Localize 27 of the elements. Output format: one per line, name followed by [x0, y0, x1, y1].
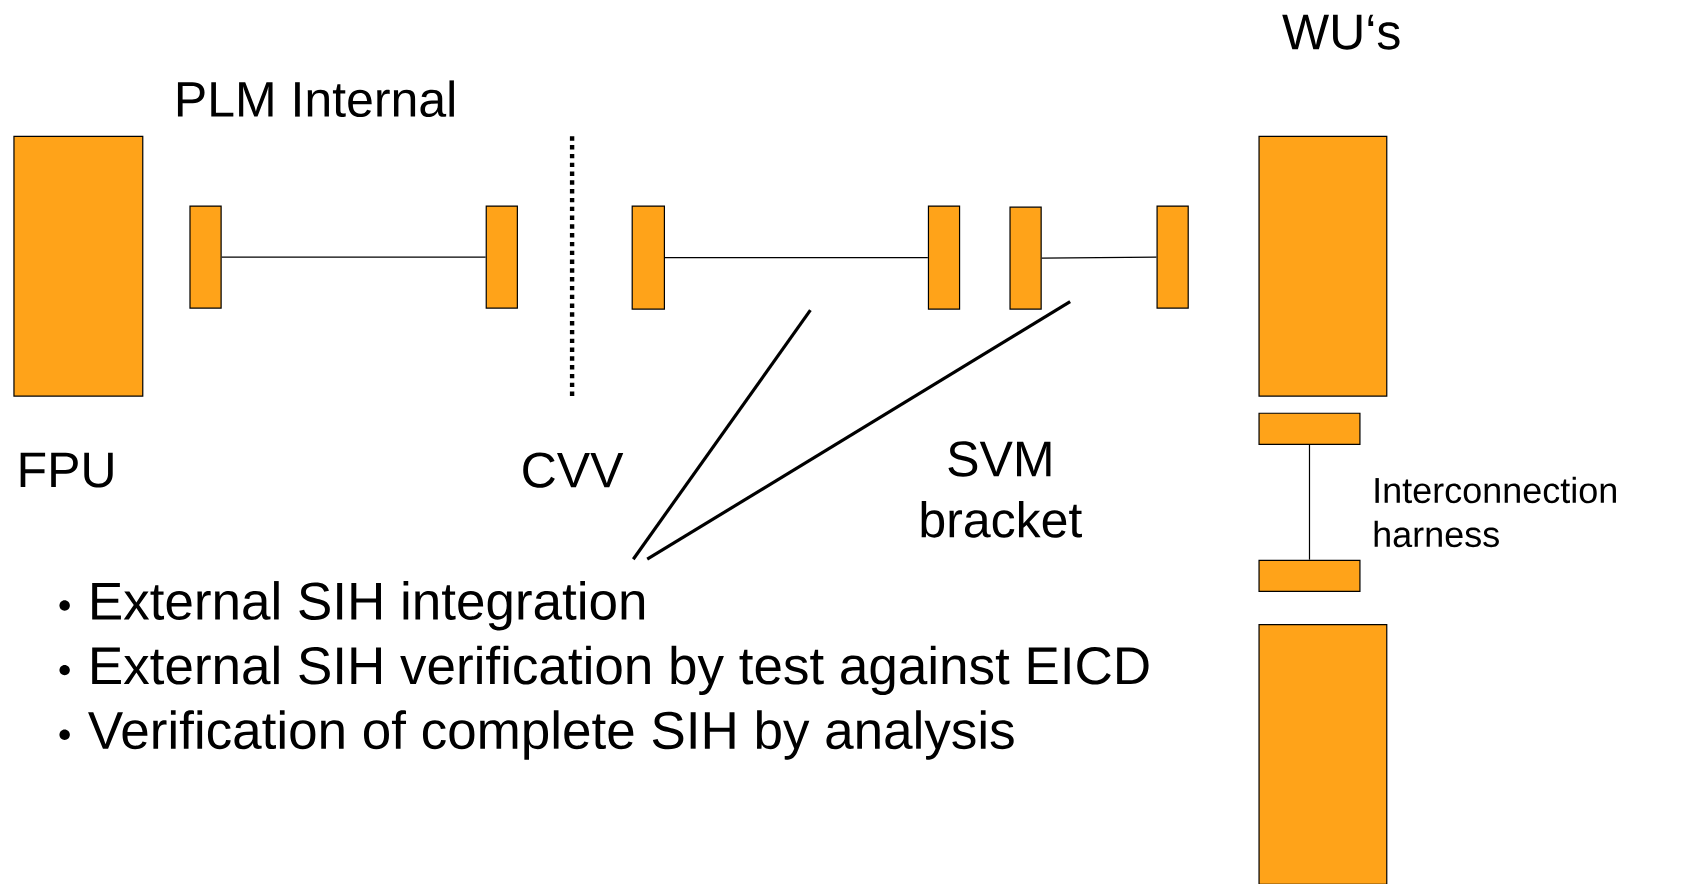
connector-box: [1258, 559, 1361, 592]
unit-box: [1258, 135, 1388, 397]
part-label: Interconnection harness: [1374, 476, 1616, 547]
node-label: External SIH integration: [92, 580, 645, 631]
leader-line: [646, 300, 1071, 561]
connector-box: [1258, 412, 1361, 445]
cable-line: [664, 256, 929, 258]
node-label: Verification of complete SIH by analysis: [88, 710, 1014, 760]
leader-line: [631, 309, 812, 560]
heading: PLM Internal: [177, 80, 454, 117]
connector-box: [631, 205, 665, 310]
bullet-list: External SIH integration External SIH verification by test against EICD Verification of complete SIH by analysis: [59, 580, 1149, 760]
cable-line: [221, 256, 487, 258]
connector-box: [485, 205, 518, 309]
part-label: CVV: [523, 452, 624, 488]
connector-box: [1156, 205, 1189, 309]
part-label: SVM bracket: [921, 441, 1082, 538]
heading: WU‘s: [1282, 14, 1400, 50]
unit-box: [13, 135, 144, 397]
connector-box: [1009, 206, 1042, 310]
cable-line: [1041, 256, 1158, 259]
connector-box: [189, 205, 222, 309]
cable-line: [1308, 444, 1311, 561]
unit-box: [1258, 623, 1388, 884]
connector-box: [927, 205, 961, 310]
node-label: External SIH verification by test against EICD: [92, 645, 1149, 695]
part-label: FPU: [20, 452, 113, 488]
